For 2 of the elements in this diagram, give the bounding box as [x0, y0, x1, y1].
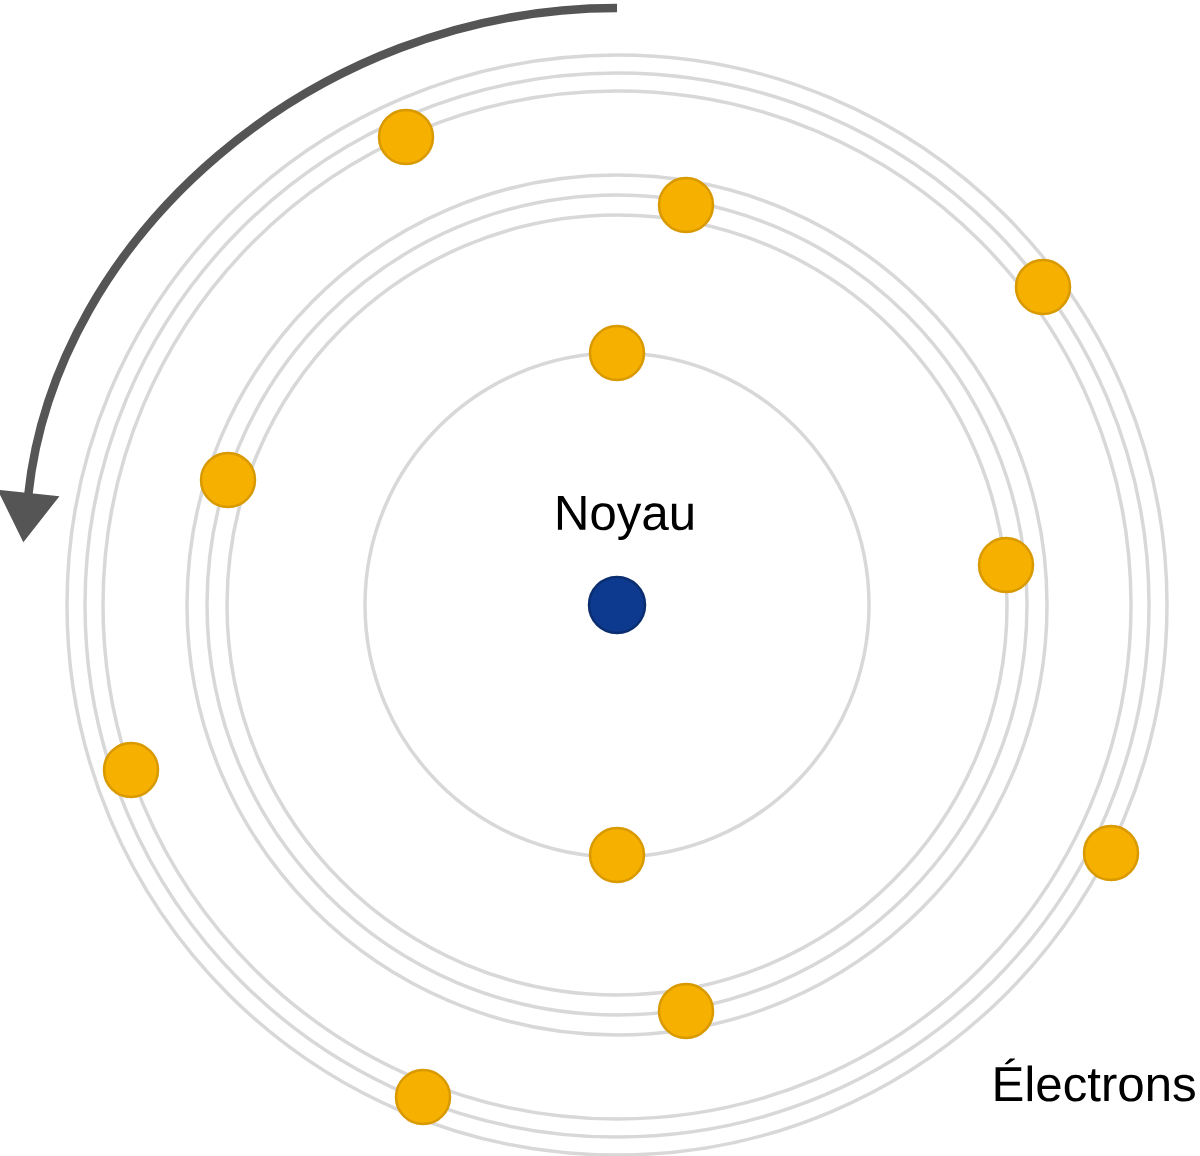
nucleus-label: Noyau: [557, 496, 693, 540]
electrons-label: Électrons: [995, 1058, 1195, 1102]
